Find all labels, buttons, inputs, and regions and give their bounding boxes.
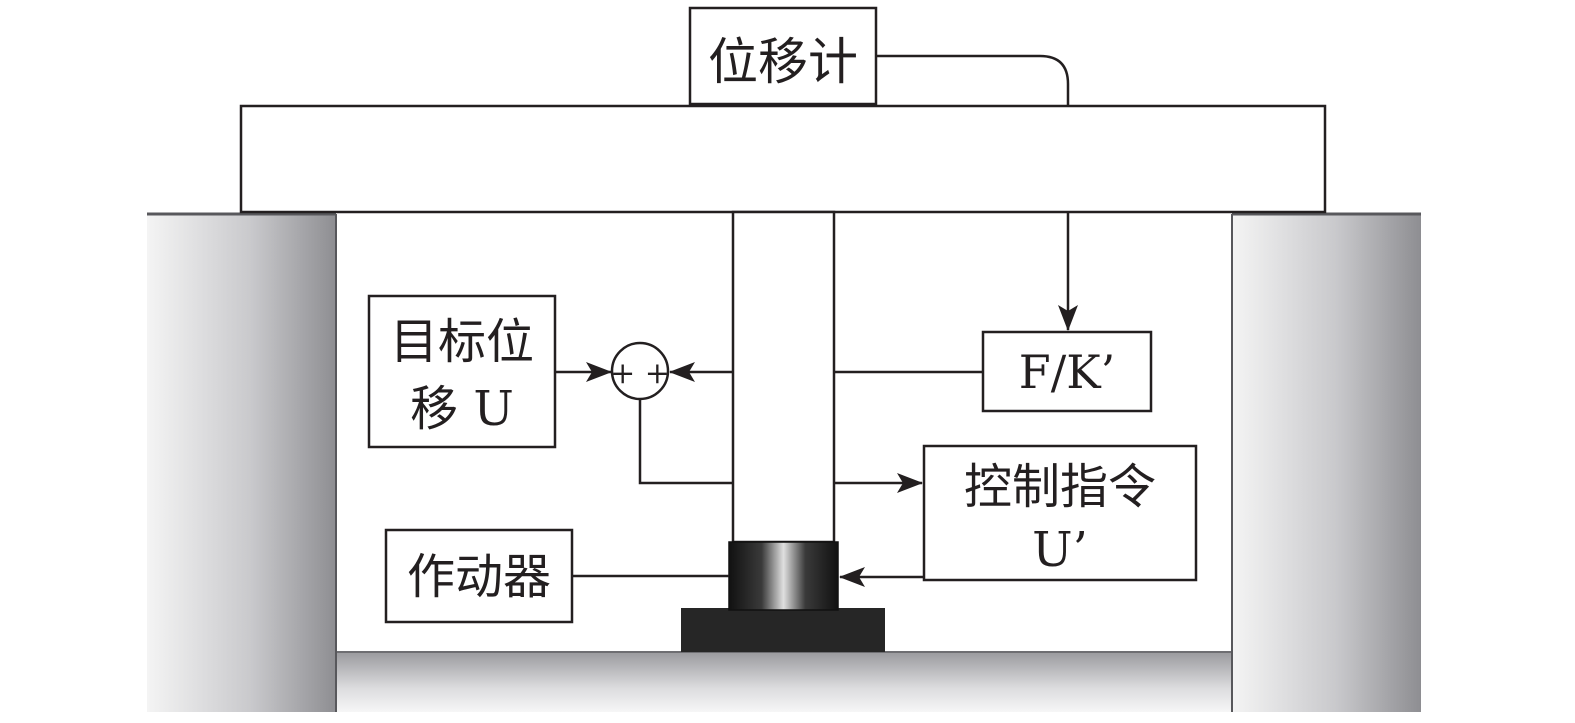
fk-label: F/K’: [1019, 345, 1115, 399]
meter-cable: [876, 54, 1070, 106]
summing-junction-signs: + +: [610, 356, 670, 391]
control-command-box: [922, 444, 1198, 582]
right-wall: [1232, 214, 1421, 712]
floor: [336, 652, 1234, 712]
actuator-base: [681, 608, 885, 652]
left-wall: [147, 214, 336, 712]
target-displacement-line2: 移 U: [410, 381, 514, 437]
central-column: [731, 210, 836, 544]
actuator-cylinder: [728, 541, 839, 611]
top-beam: [239, 104, 1327, 214]
control-command-line2: U’: [1032, 522, 1088, 578]
sum-output-line: [638, 399, 733, 485]
actuator-label: 作动器: [407, 549, 551, 605]
displacement-meter-label: 位移计: [708, 33, 858, 91]
displacement-meter-box: [688, 6, 878, 106]
control-command-line1: 控制指令: [964, 459, 1156, 515]
target-displacement-line1: 目标位: [390, 314, 534, 370]
